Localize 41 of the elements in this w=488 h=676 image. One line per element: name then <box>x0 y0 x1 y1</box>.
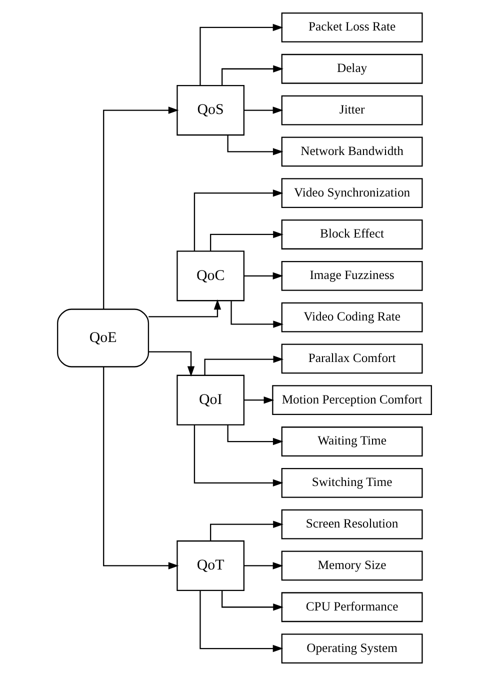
node-box: QoS <box>176 84 244 136</box>
node-box: Image Fuzziness <box>280 260 422 291</box>
node-box: Video Coding Rate <box>280 302 422 332</box>
node-box: QoC <box>176 250 244 302</box>
node-box: Jitter <box>280 95 422 126</box>
arrow <box>193 424 283 487</box>
arrow <box>102 366 178 570</box>
arrow <box>226 135 283 156</box>
arrow <box>199 24 283 86</box>
node-box: Network Bandwidth <box>280 136 422 167</box>
arrow <box>230 301 284 328</box>
arrow <box>226 425 283 446</box>
node-box: Parallax Comfort <box>280 344 422 374</box>
arrow <box>210 230 283 251</box>
node-box: Memory Size <box>280 550 422 581</box>
arrow <box>102 106 178 310</box>
arrow <box>244 106 283 114</box>
node-box: QoI <box>176 374 244 426</box>
node-box: Video Synchronization <box>280 178 422 208</box>
arrow <box>199 590 283 652</box>
arrow <box>244 272 283 280</box>
arrow <box>148 351 194 377</box>
arrow <box>221 65 283 86</box>
node-box: Switching Time <box>280 468 422 498</box>
arrow <box>221 590 283 611</box>
node-box: Motion Perception Comfort <box>272 385 432 416</box>
node-box: Waiting Time <box>280 426 422 456</box>
arrow <box>244 562 283 570</box>
node-box: QoT <box>176 540 244 592</box>
node-box: QoE <box>56 308 149 368</box>
node-box: Block Effect <box>280 220 422 250</box>
arrow <box>204 356 284 375</box>
arrow <box>148 299 221 318</box>
arrow <box>193 189 283 252</box>
node-box: Screen Resolution <box>280 509 422 540</box>
node-box: Operating System <box>280 634 422 664</box>
node-box: Delay <box>280 54 422 84</box>
node-box: Packet Loss Rate <box>280 12 422 42</box>
arrow <box>244 396 274 404</box>
arrow <box>210 520 283 541</box>
node-box: CPU Performance <box>280 592 422 622</box>
